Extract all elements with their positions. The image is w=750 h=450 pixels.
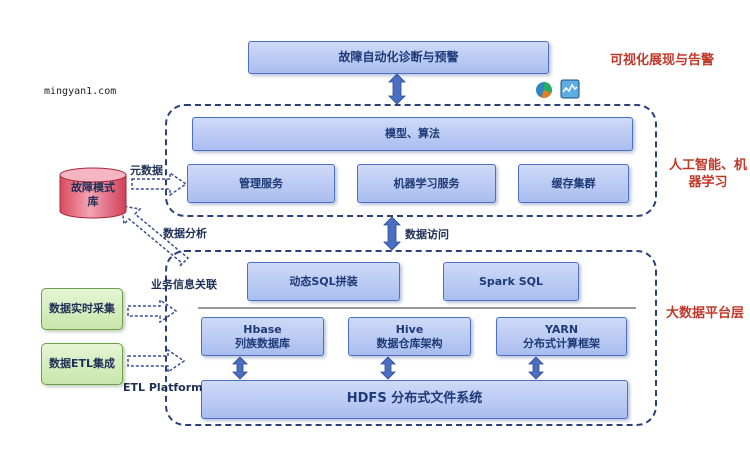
input-box-realtime: 数据实时采集 bbox=[41, 288, 123, 330]
arrow-top-to-ai bbox=[388, 73, 406, 105]
service-box-management: 管理服务 bbox=[187, 164, 335, 203]
fault-db-label: 故障模式库 bbox=[71, 181, 115, 209]
service-box-cache: 缓存集群 bbox=[518, 164, 629, 203]
hbase-box: Hbase 列族数据库 bbox=[201, 317, 324, 356]
ai-layer-container bbox=[165, 104, 657, 217]
layer-label-bigdata: 大数据平台层 bbox=[666, 306, 745, 321]
monitor-chart-icon bbox=[560, 79, 580, 99]
fault-db-cylinder: 故障模式库 bbox=[58, 167, 128, 219]
model-algorithm-box: 模型、算法 bbox=[192, 117, 633, 151]
yarn-title: YARN bbox=[544, 322, 579, 336]
label-business-link: 业务信息关联 bbox=[151, 278, 217, 291]
arrow-realtime bbox=[127, 298, 178, 324]
top-box-fault-diagnosis: 故障自动化诊断与预警 bbox=[248, 41, 549, 74]
yarn-box: YARN 分布式计算框架 bbox=[496, 317, 627, 356]
bigdata-layer-container bbox=[165, 250, 657, 426]
watermark: mingyan1.com bbox=[44, 86, 117, 97]
sql-box-spark: Spark SQL bbox=[443, 262, 579, 301]
arrow-metadata bbox=[131, 171, 188, 197]
yarn-subtitle: 分布式计算框架 bbox=[523, 336, 600, 350]
pie-chart-icon bbox=[535, 81, 553, 99]
hive-title: Hive bbox=[395, 322, 424, 336]
hive-subtitle: 数据仓库架构 bbox=[376, 336, 443, 350]
sql-box-dynamic: 动态SQL拼装 bbox=[247, 262, 400, 301]
label-metadata: 元数据 bbox=[130, 164, 163, 177]
arrow-yarn-hdfs bbox=[528, 356, 544, 380]
label-etl-platform: ETL Platform bbox=[123, 381, 203, 394]
service-box-ml: 机器学习服务 bbox=[357, 164, 496, 203]
arrow-etl bbox=[127, 348, 186, 374]
arrow-hive-hdfs bbox=[380, 356, 396, 380]
hbase-title: Hbase bbox=[243, 322, 282, 336]
input-box-etl: 数据ETL集成 bbox=[41, 343, 123, 385]
label-data-analysis: 数据分析 bbox=[163, 227, 207, 240]
arrow-data-access bbox=[383, 216, 401, 251]
label-data-access: 数据访问 bbox=[405, 228, 449, 241]
hive-box: Hive 数据仓库架构 bbox=[348, 317, 471, 356]
layer-label-visual: 可视化展现与告警 bbox=[610, 53, 715, 68]
hbase-subtitle: 列族数据库 bbox=[235, 336, 290, 350]
hdfs-box: HDFS 分布式文件系统 bbox=[201, 380, 628, 419]
layer-label-ai: 人工智能、机器学习 bbox=[668, 158, 747, 190]
arrow-hbase-hdfs bbox=[232, 356, 248, 380]
